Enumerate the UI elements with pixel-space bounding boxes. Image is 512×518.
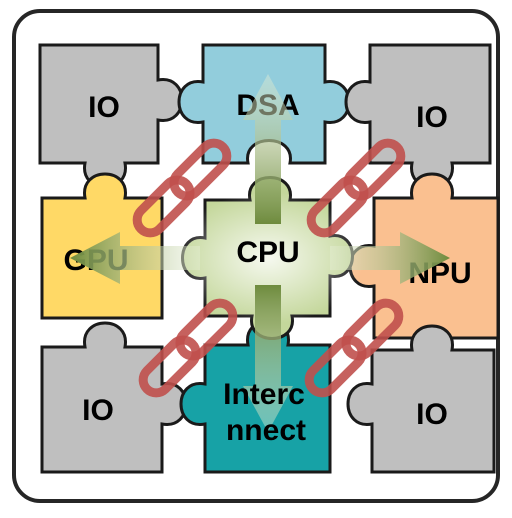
chain-link-bottom-right <box>304 298 404 398</box>
io-top-right-label: IO <box>416 101 448 134</box>
io-bottom-left-label: IO <box>82 394 114 427</box>
arrow-down <box>243 285 293 432</box>
interconnect-label-line1: Interc <box>223 378 305 411</box>
arrow-up <box>243 74 293 224</box>
arrow-right <box>330 232 450 284</box>
io-bottom-right-piece <box>346 324 496 474</box>
io-top-right-piece <box>344 43 492 189</box>
interconnect-label-line2: nnect <box>226 414 306 447</box>
chain-link-top-right <box>306 138 406 238</box>
io-bottom-right-label: IO <box>416 398 448 431</box>
arrow-left <box>70 232 200 284</box>
cpu-label: CPU <box>236 236 299 269</box>
io-bottom-left-piece <box>40 321 188 474</box>
io-top-left-label: IO <box>88 91 120 124</box>
chain-link-bottom-left <box>138 298 238 398</box>
io-top-left-piece <box>38 43 184 189</box>
